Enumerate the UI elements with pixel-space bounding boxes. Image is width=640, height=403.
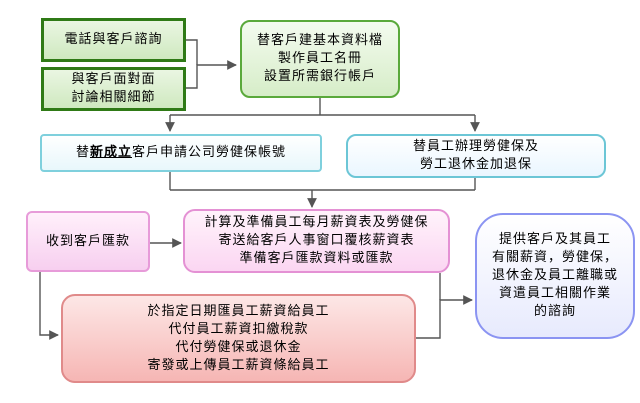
consult-line-3: 退休金及員工離職或 — [491, 268, 618, 283]
box-payment-received: 收到客戶匯款 — [26, 211, 150, 272]
meet-line-1: 與客戶面對面 — [71, 72, 156, 87]
pay-line-4: 寄發或上傳員工薪資條給員工 — [147, 357, 330, 373]
box-payroll-calc: 計算及準備員工每月薪資表及勞健保 寄送給客戶人事窗口覆核薪資表 準備客戶匯款資料… — [183, 209, 450, 273]
consult-line-5: 的諮詢 — [533, 304, 576, 319]
payment-line-1: 收到客戶匯款 — [45, 233, 130, 249]
box-employee-insurance: 替員工辦理勞健保及 勞工退休金加退保 — [346, 134, 606, 178]
meet-line-2: 討論相關細節 — [71, 90, 156, 105]
consult-line-1: 提供客戶及其員工 — [498, 232, 611, 247]
connector-pay-consult — [416, 295, 473, 339]
insurance-line-1: 替員工辦理勞健保及 — [412, 139, 539, 154]
consult-line-2: 有關薪資，勞健保， — [491, 250, 618, 265]
pay-line-1: 於指定日期匯員工薪資給員工 — [147, 303, 330, 319]
box-salary-payment: 於指定日期匯員工薪資給員工 代付員工薪資扣繳稅款 代付勞健保或退休金 寄發或上傳… — [61, 294, 416, 383]
calc-line-3: 準備客戶匯款資料或匯款 — [239, 251, 394, 266]
calc-line-1: 計算及準備員工每月薪資表及勞健保 — [204, 215, 429, 230]
calc-line-2: 寄送給客戶人事窗口覆核薪資表 — [218, 233, 415, 248]
box-apply-insurance-account: 替新成立客戶申請公司勞健保帳號 — [40, 134, 322, 172]
box-phone-consult: 電話與客戶諮詢 — [41, 18, 186, 62]
phone-line-1: 電話與客戶諮詢 — [64, 32, 163, 47]
setup-line-2: 製作員工名冊 — [277, 51, 362, 66]
setup-line-3: 設置所需銀行帳戶 — [263, 69, 376, 84]
apply-prefix: 替 — [75, 145, 90, 160]
connector-payment-pay — [39, 272, 59, 340]
box-setup: 替客戶建基本資料檔 製作員工名冊 設置所需銀行帳戶 — [240, 20, 400, 98]
pay-line-2: 代付員工薪資扣繳稅款 — [168, 321, 309, 337]
pay-line-3: 代付勞健保或退休金 — [175, 339, 302, 355]
connector-phone-setup — [186, 39, 198, 65]
consult-line-4: 資遣員工相關作業 — [498, 286, 611, 301]
setup-line-1: 替客戶建基本資料檔 — [256, 33, 383, 48]
apply-highlight: 新成立 — [89, 145, 132, 160]
connector-meet-setup — [186, 60, 237, 89]
apply-line: 替新成立客戶申請公司勞健保帳號 — [76, 144, 286, 162]
box-consultation: 提供客戶及其員工 有關薪資，勞健保， 退休金及員工離職或 資遣員工相關作業 的諮… — [475, 213, 635, 339]
insurance-line-2: 勞工退休金加退保 — [419, 157, 532, 172]
apply-suffix: 客戶申請公司勞健保帳號 — [132, 145, 287, 160]
box-face-meeting: 與客戶面對面 討論相關細節 — [41, 67, 186, 111]
